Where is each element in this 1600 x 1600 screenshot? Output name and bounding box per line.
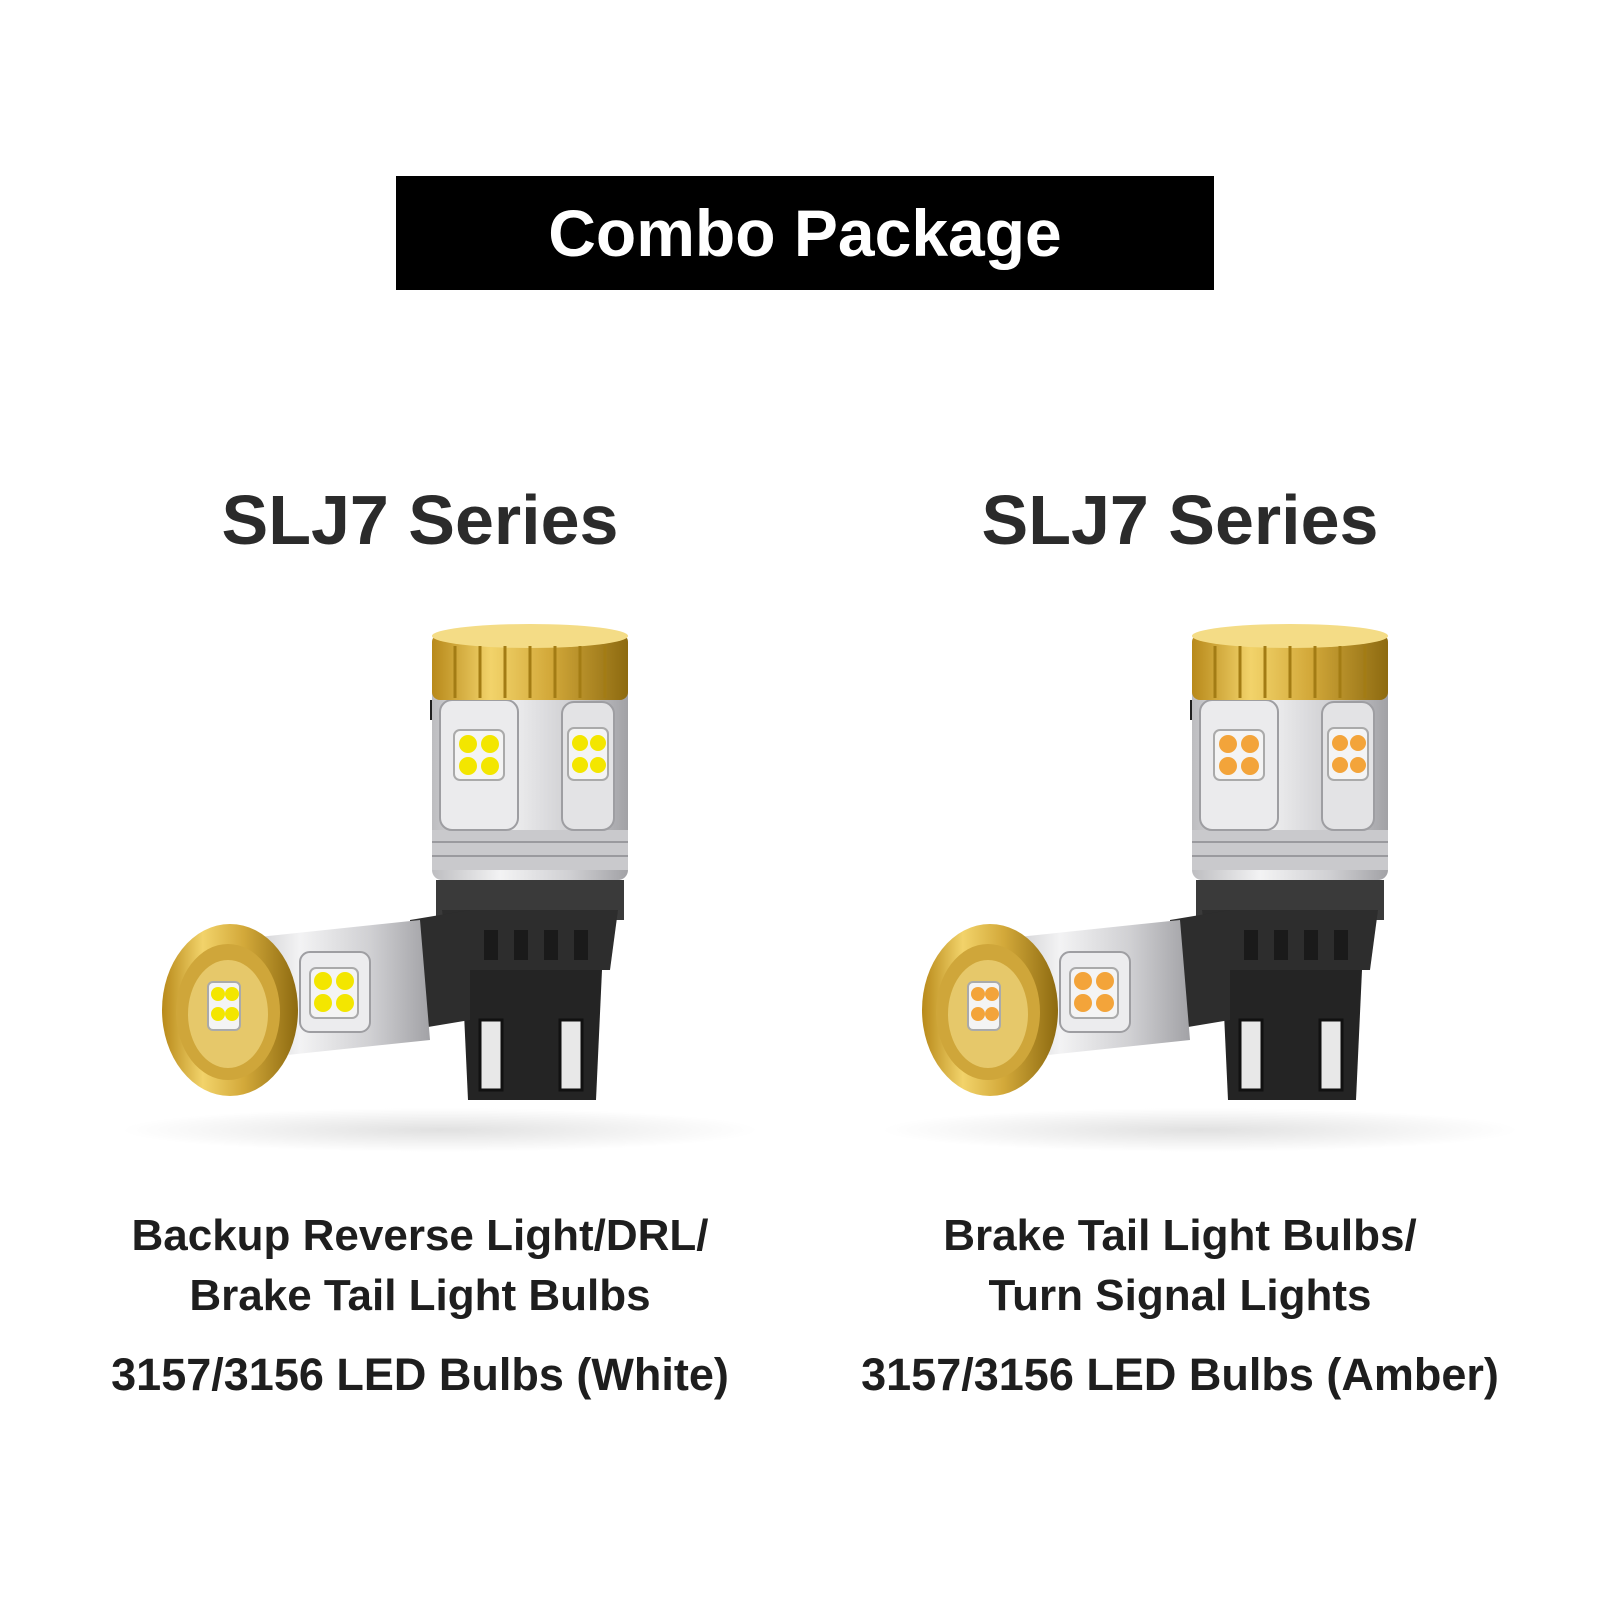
led-bulb-amber-image bbox=[880, 624, 1520, 1152]
use-line-2-left: Brake Tail Light Bulbs bbox=[189, 1271, 651, 1320]
banner-title: Combo Package bbox=[548, 196, 1062, 270]
led-bulb-white-image bbox=[120, 624, 760, 1152]
use-line-1-left: Backup Reverse Light/DRL/ bbox=[131, 1211, 709, 1260]
use-line-1-right: Brake Tail Light Bulbs/ bbox=[943, 1211, 1417, 1260]
model-label-left: 3157/3156 LED Bulbs (White) bbox=[111, 1349, 729, 1400]
series-title-left: SLJ7 Series bbox=[221, 481, 619, 559]
model-label-right: 3157/3156 LED Bulbs (Amber) bbox=[861, 1349, 1499, 1400]
series-title-right: SLJ7 Series bbox=[981, 481, 1379, 559]
title-banner: Combo Package bbox=[396, 176, 1214, 290]
use-line-2-right: Turn Signal Lights bbox=[988, 1271, 1372, 1320]
